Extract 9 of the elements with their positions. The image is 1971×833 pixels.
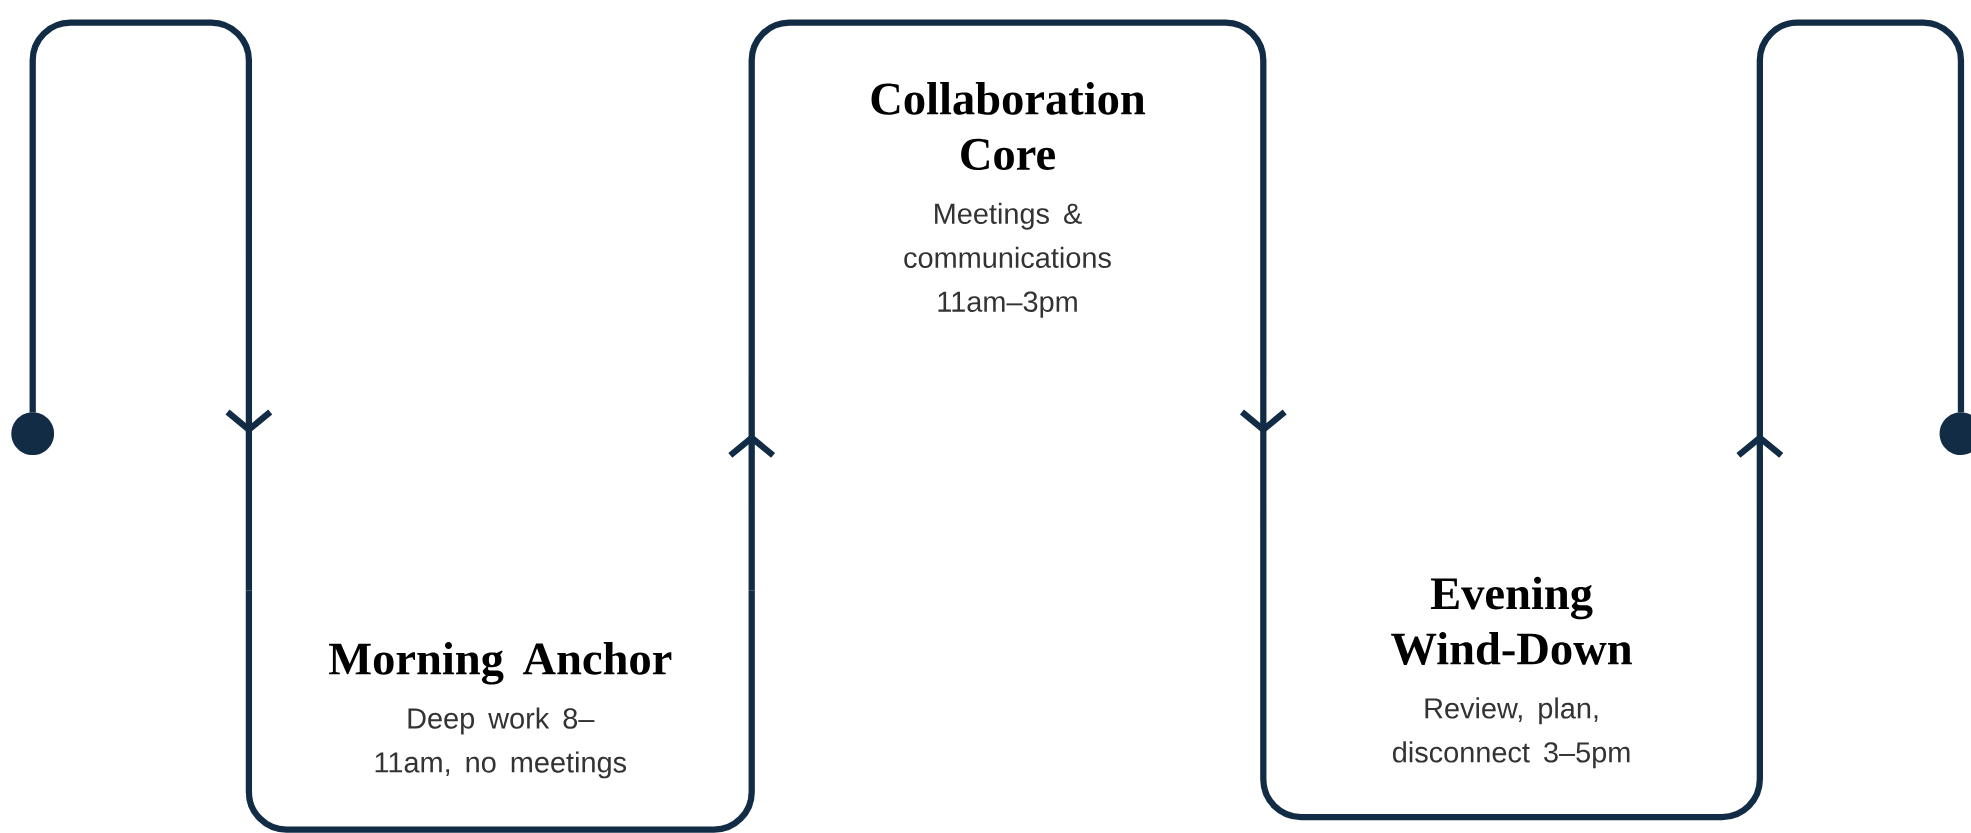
timeline-dot bbox=[11, 412, 55, 455]
phase-description: Deep work 8–11am, no meetings bbox=[375, 707, 627, 779]
phase-description: Meetings & communications 11am–3pm bbox=[904, 202, 1111, 318]
phase-title: Morning Anchor bbox=[329, 641, 672, 685]
phase-description: Review, plan, disconnect 3–5pm bbox=[1393, 697, 1630, 769]
timeline-segment bbox=[245, 590, 755, 833]
phase-title: Evening Wind-Down bbox=[1391, 576, 1632, 665]
phase-title: Collaboration Core bbox=[871, 81, 1146, 170]
timeline-segment bbox=[1260, 527, 1763, 820]
